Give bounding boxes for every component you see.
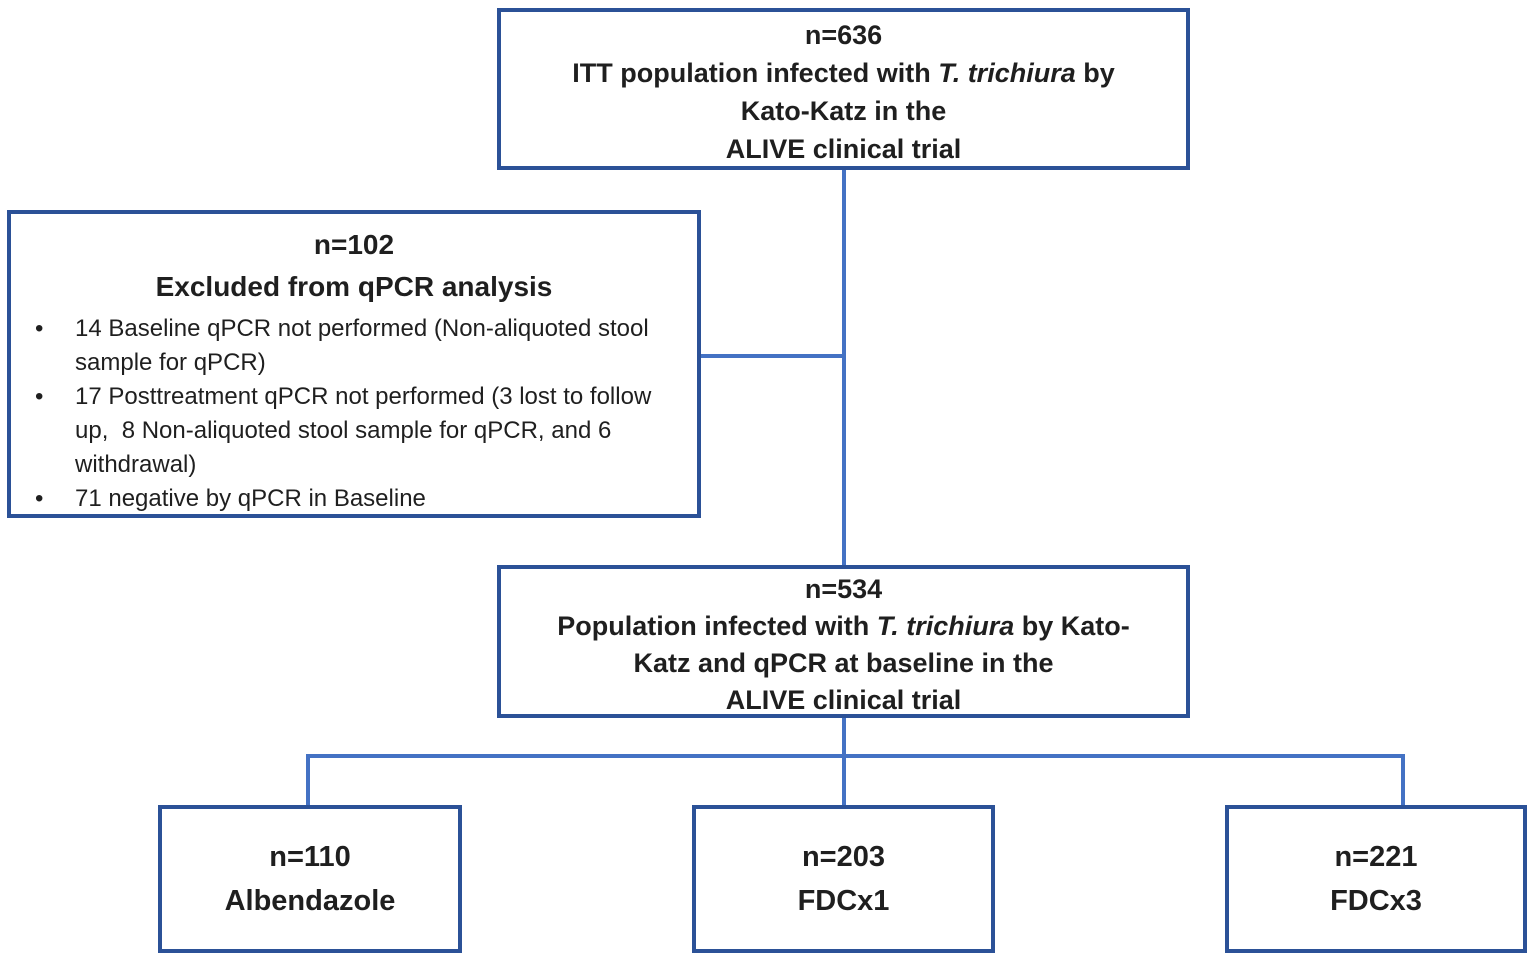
connector-arms-horizontal — [306, 754, 1405, 758]
itt-n-count: n=636 — [804, 20, 883, 50]
itt-line1-suffix: by — [1075, 58, 1115, 88]
arm-fdcx3-n: n=221 — [1334, 841, 1418, 873]
qpcr-n-count: n=534 — [804, 574, 883, 604]
excluded-reason-item: 14 Baseline qPCR not performed (Non-aliq… — [35, 312, 671, 380]
excluded-title: Excluded from qPCR analysis — [155, 271, 553, 302]
itt-description-line2: Kato-Katz in the — [740, 96, 947, 126]
qpcr-species-italic: T. trichiura — [876, 611, 1015, 641]
itt-population-box: n=636 ITT population infected with T. tr… — [497, 8, 1190, 170]
excluded-reason-item: 17 Posttreatment qPCR not performed (3 l… — [35, 380, 671, 482]
arm-fdcx1-label: FDCx1 — [797, 885, 890, 917]
connector-drop-fdcx3 — [1401, 754, 1405, 805]
qpcr-description-line2: Katz and qPCR at baseline in the — [633, 648, 1054, 678]
arm-fdcx1-n: n=203 — [801, 841, 886, 873]
connector-excluded-branch — [701, 354, 842, 358]
excluded-box: n=102 Excluded from qPCR analysis 14 Bas… — [7, 210, 701, 518]
itt-description-line1: ITT population infected with T. trichiur… — [501, 54, 1186, 92]
connector-itt-to-qpcr — [842, 170, 846, 565]
connector-drop-albendazole — [306, 754, 310, 805]
connector-drop-fdcx1 — [842, 754, 846, 805]
excluded-reason-item: 71 negative by qPCR in Baseline — [35, 482, 671, 516]
arm-box-fdcx3: n=221 FDCx3 — [1225, 805, 1527, 953]
qpcr-description-line3: ALIVE clinical trial — [725, 685, 962, 715]
qpcr-line1-prefix: Population infected with — [557, 611, 877, 641]
itt-species-italic: T. trichiura — [938, 58, 1076, 88]
arm-fdcx3-label: FDCx3 — [1330, 885, 1422, 917]
arm-box-fdcx1: n=203 FDCx1 — [692, 805, 995, 953]
connector-qpcr-to-split — [842, 718, 846, 755]
qpcr-population-box: n=534 Population infected with T. trichi… — [497, 565, 1190, 718]
itt-description-line3: ALIVE clinical trial — [725, 134, 962, 164]
itt-line1-prefix: ITT population infected with — [572, 58, 939, 88]
arm-albendazole-label: Albendazole — [224, 885, 396, 917]
qpcr-description-line1: Population infected with T. trichiura by… — [501, 608, 1186, 645]
arm-box-albendazole: n=110 Albendazole — [158, 805, 462, 953]
arm-albendazole-n: n=110 — [269, 841, 351, 873]
excluded-reasons-list: 14 Baseline qPCR not performed (Non-aliq… — [11, 312, 697, 516]
qpcr-line1-suffix: by Kato- — [1014, 611, 1130, 641]
excluded-n-count: n=102 — [313, 229, 395, 260]
